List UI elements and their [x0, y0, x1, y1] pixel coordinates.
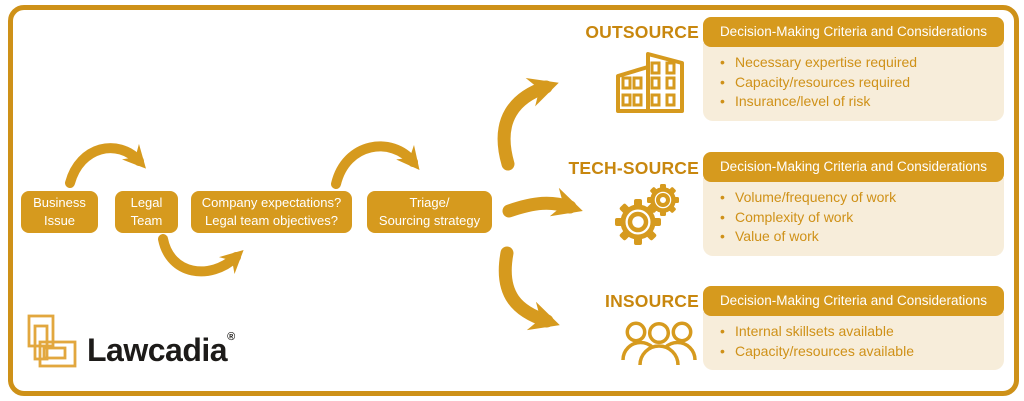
criteria-bullet: Value of work	[713, 227, 996, 247]
criteria-list: Necessary expertise required Capacity/re…	[713, 53, 996, 112]
lawcadia-logo-text: Lawcadia®	[87, 331, 235, 368]
insource-panel: Decision-Making Criteria and Considerati…	[703, 286, 1004, 371]
flow-box-line: Legal team objectives?	[205, 213, 338, 228]
criteria-bullet: Insurance/level of risk	[713, 92, 996, 112]
panel-header: Decision-Making Criteria and Considerati…	[703, 152, 1004, 182]
registered-trademark-symbol: ®	[227, 331, 235, 343]
flow-box-line: Company expectations?	[201, 195, 342, 211]
tech-source-panel: Decision-Making Criteria and Considerati…	[703, 152, 1004, 256]
criteria-list: Internal skillsets available Capacity/re…	[713, 322, 996, 361]
branch-label-insource: INSOURCE	[605, 291, 699, 311]
flow-box-line: Sourcing strategy	[378, 213, 481, 228]
people-icon	[621, 321, 697, 366]
building-icon	[616, 52, 684, 113]
flow-box-line: Business	[33, 195, 86, 211]
flow-box-triage-sourcing: Triage/ Sourcing strategy	[367, 191, 492, 233]
branch-label-tech-source: TECH-SOURCE	[568, 158, 699, 178]
criteria-list: Volume/frequency of work Complexity of w…	[713, 188, 996, 247]
criteria-bullet: Internal skillsets available	[713, 322, 996, 342]
lawcadia-logo: Lawcadia®	[26, 313, 235, 369]
criteria-bullet: Capacity/resources available	[713, 342, 996, 362]
panel-body: Volume/frequency of work Complexity of w…	[703, 178, 1004, 256]
flow-box-legal-team: Legal Team	[115, 191, 178, 233]
border-frame	[8, 5, 1019, 396]
lawcadia-logo-mark-icon	[27, 314, 77, 368]
criteria-bullet: Necessary expertise required	[713, 53, 996, 73]
criteria-bullet: Volume/frequency of work	[713, 188, 996, 208]
outsource-panel: Decision-Making Criteria and Considerati…	[703, 17, 1004, 121]
branch-label-outsource: OUTSOURCE	[585, 22, 699, 42]
criteria-bullet: Complexity of work	[713, 208, 996, 228]
flow-box-business-issue: Business Issue	[21, 191, 98, 233]
panel-body: Necessary expertise required Capacity/re…	[703, 43, 1004, 121]
flow-box-line: Triage/	[409, 195, 450, 211]
flow-box-line: Issue	[43, 213, 76, 228]
gears-icon	[615, 184, 679, 245]
panel-header: Decision-Making Criteria and Considerati…	[703, 17, 1004, 47]
panel-header: Decision-Making Criteria and Considerati…	[703, 286, 1004, 316]
flow-box-line: Team	[130, 213, 163, 228]
panel-body: Internal skillsets available Capacity/re…	[703, 312, 1004, 371]
flow-box-company-expectations: Company expectations? Legal team objecti…	[191, 191, 352, 233]
logo-wordmark: Lawcadia	[87, 332, 228, 368]
flow-box-line: Legal	[130, 195, 163, 211]
criteria-bullet: Capacity/resources required	[713, 73, 996, 93]
